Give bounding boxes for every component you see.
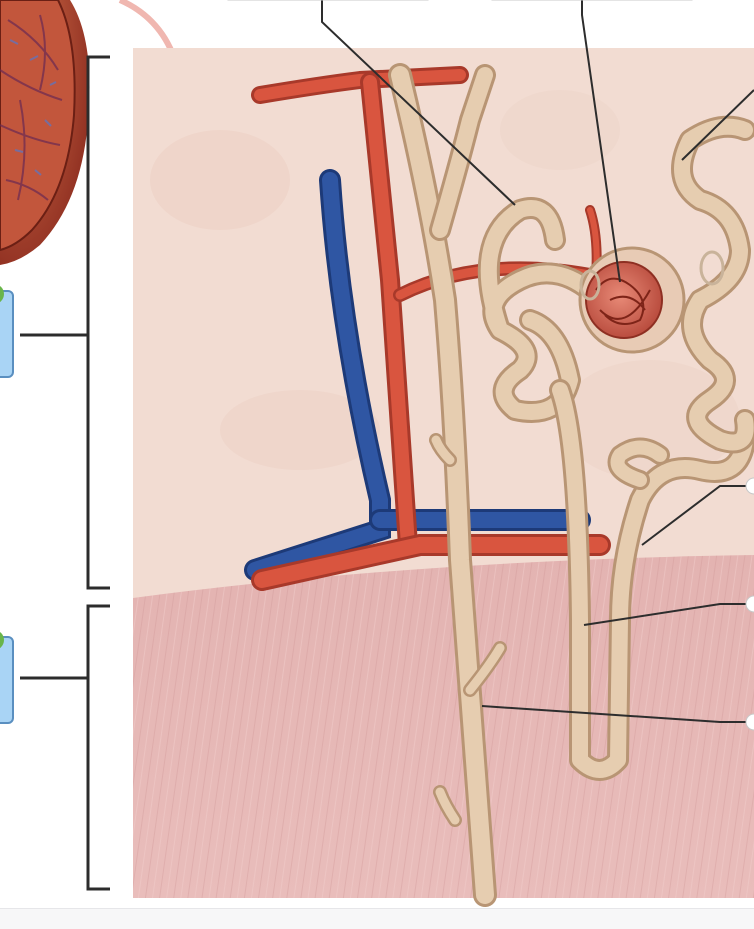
bracket-upper xyxy=(20,55,110,590)
drop-target-upper[interactable]: ✓ xyxy=(0,284,14,378)
label-anchors xyxy=(745,477,754,731)
bottom-toolbar xyxy=(0,908,754,929)
check-icon: ✓ xyxy=(0,284,4,304)
renal-corpuscle xyxy=(578,246,725,354)
leader-line-3 xyxy=(681,89,754,161)
check-icon: ✓ xyxy=(0,630,4,650)
nephron-tubules xyxy=(388,63,754,907)
kidney-section-thumbnail xyxy=(0,0,90,265)
leader-lines xyxy=(321,0,754,723)
leader-line-4 xyxy=(641,485,754,546)
drop-target-lower[interactable]: ✓ xyxy=(0,630,14,724)
leader-line-1 xyxy=(321,0,516,206)
leader-line-5 xyxy=(583,603,754,626)
leader-line-6 xyxy=(481,705,754,723)
bracket-lower xyxy=(20,604,110,891)
leader-line-2 xyxy=(581,0,621,283)
